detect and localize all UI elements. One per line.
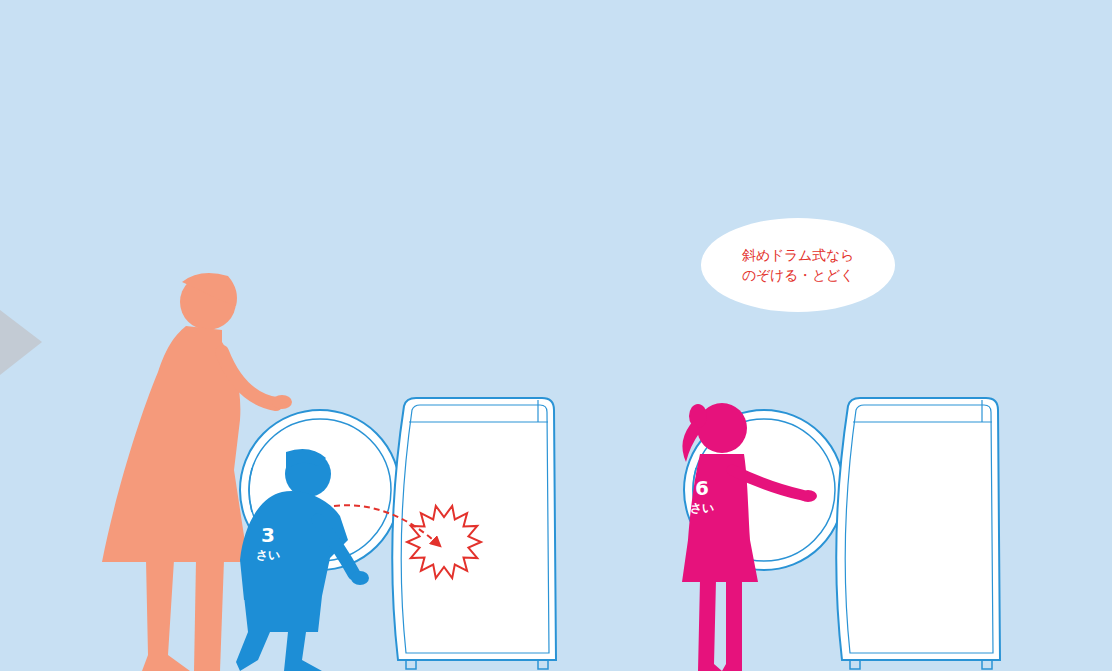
girl-silhouette — [682, 403, 817, 671]
bubble-text: 斜めドラム式なら のぞける・とどく — [733, 245, 863, 286]
age-number: 6 — [695, 478, 709, 498]
nav-triangle — [0, 310, 42, 375]
boy-silhouette — [236, 449, 369, 671]
age-unit: さい — [690, 502, 714, 514]
impact-starburst — [407, 506, 481, 578]
age-number: 3 — [261, 525, 275, 545]
age-unit: さい — [256, 549, 280, 561]
speech-bubble: 斜めドラム式なら のぞける・とどく — [701, 218, 896, 312]
